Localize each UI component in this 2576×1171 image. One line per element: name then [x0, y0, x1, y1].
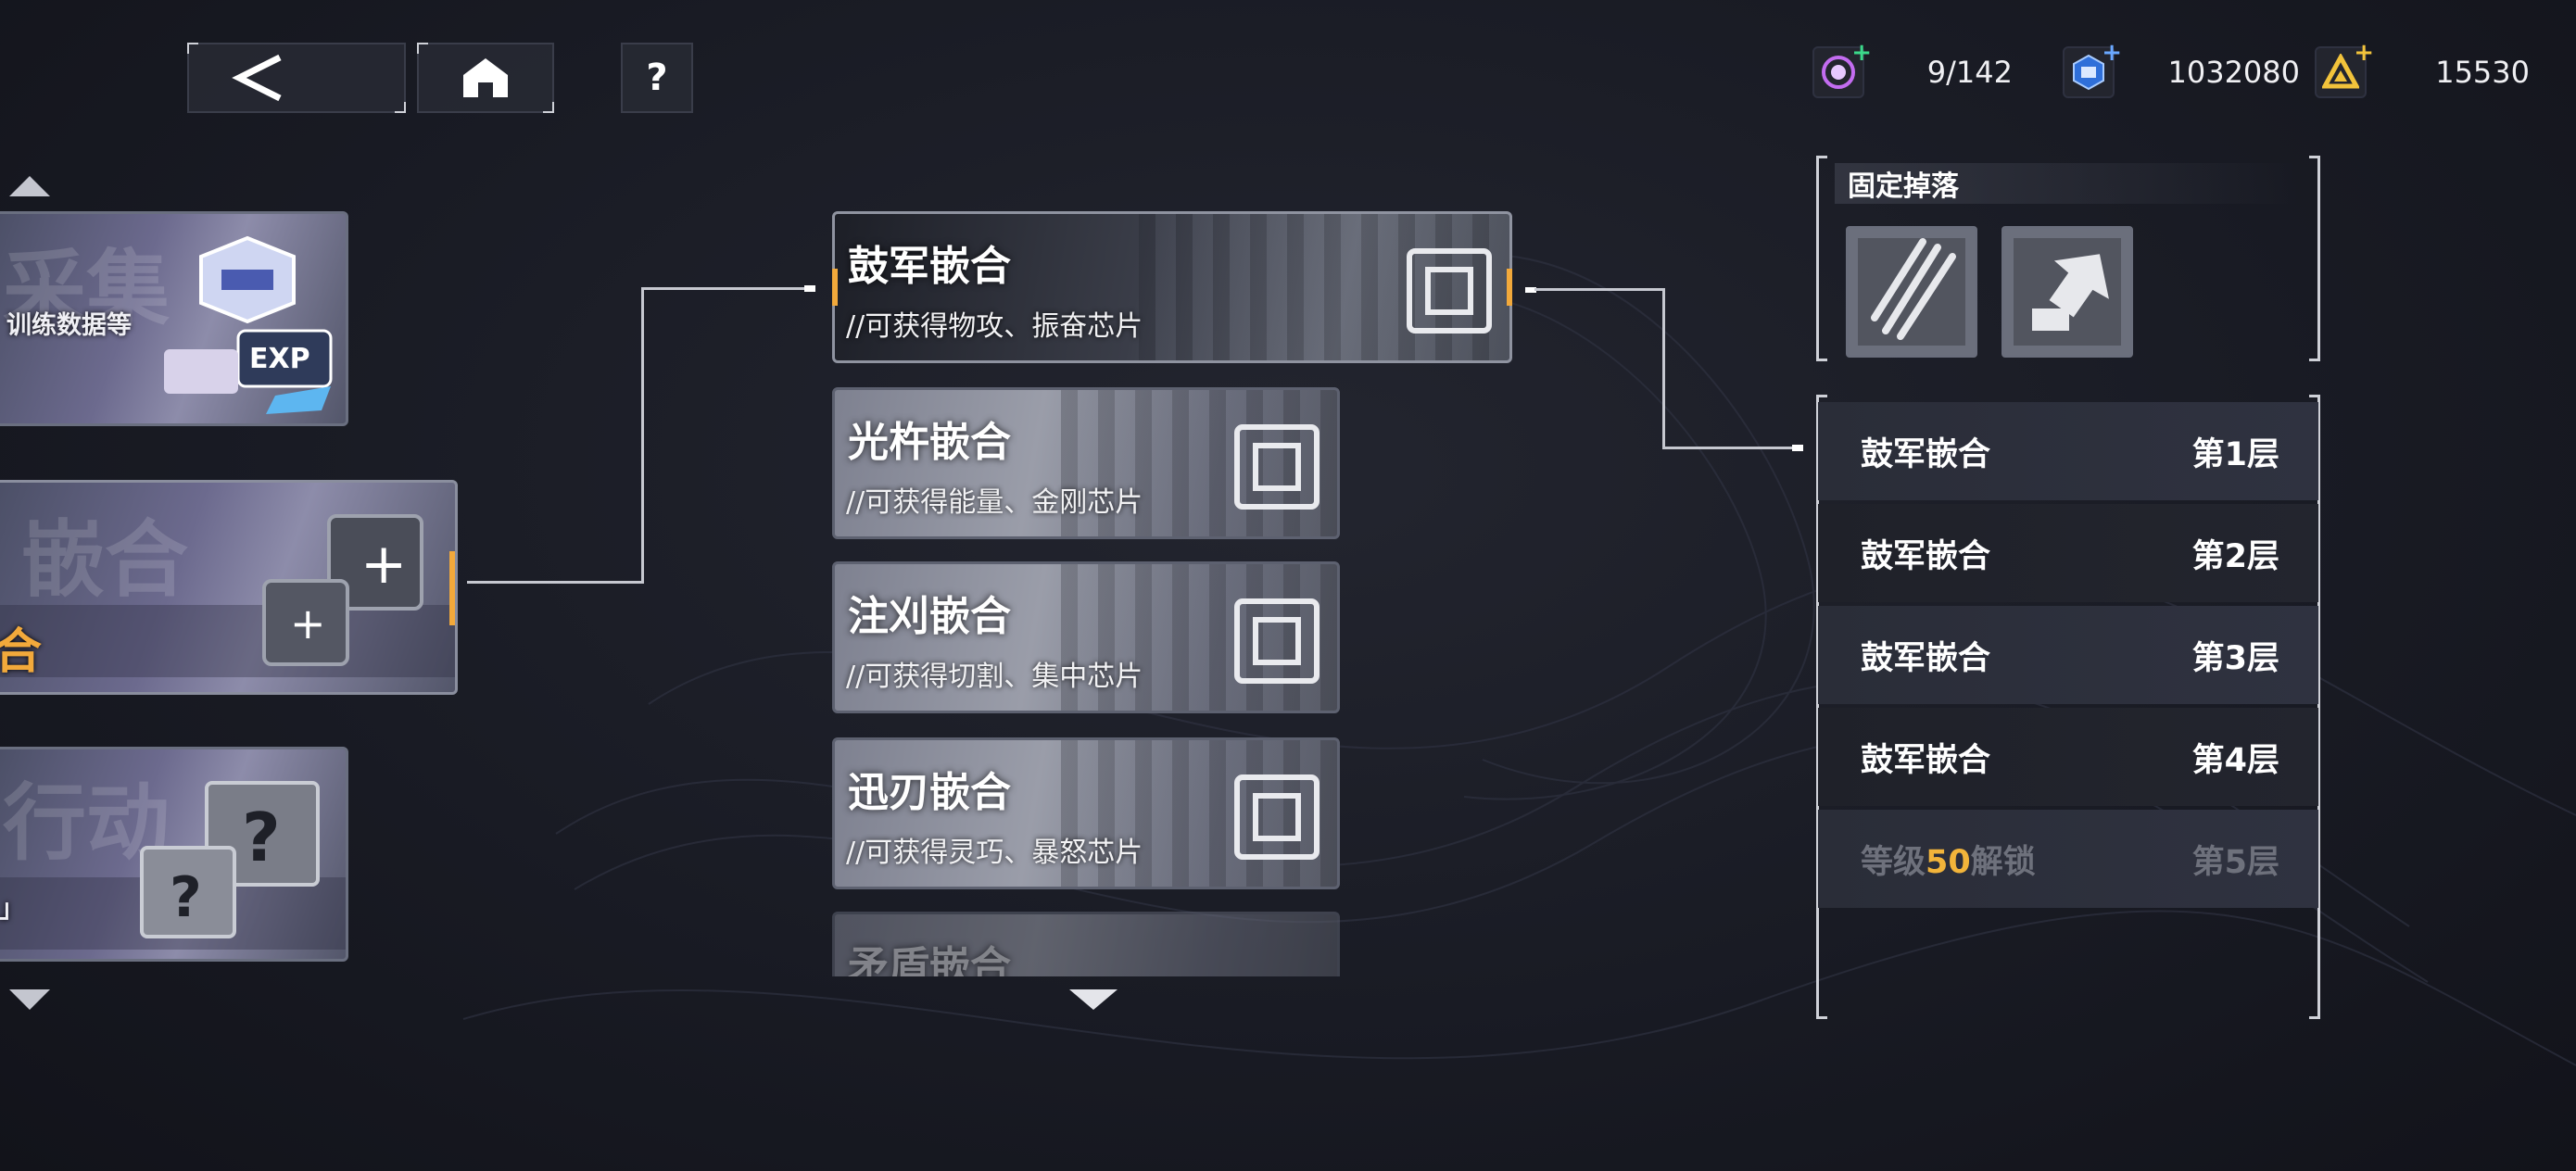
fusion-card-title: 鼓军嵌合: [848, 243, 1011, 290]
fusion-card-title: 迅刃嵌合: [848, 769, 1011, 816]
svg-text:?: ?: [170, 865, 202, 930]
fusion-card-desc: //可获得物攻、振奋芯片: [846, 310, 1143, 343]
gold-triangle-icon: +: [2315, 39, 2374, 98]
connector-line: [1662, 288, 1665, 449]
claw-chip-icon: [1858, 238, 1965, 346]
fusion-card-desc: //可获得切割、集中芯片: [846, 661, 1143, 693]
svg-text:+: +: [360, 532, 407, 597]
currency-chip[interactable]: + 1032080: [2063, 39, 2300, 102]
chip-frame-icon: [1234, 424, 1320, 510]
home-button[interactable]: [417, 43, 554, 113]
floor-lock-text: 等级50解锁: [1861, 843, 2036, 881]
fusion-card-zhuyi[interactable]: 注刈嵌合 //可获得切割、集中芯片: [832, 561, 1340, 713]
fusion-card-desc: //可获得能量、金刚芯片: [846, 486, 1143, 519]
connector-dot: [804, 285, 815, 292]
mid-list-scroll-down-icon[interactable]: [1069, 989, 1118, 1010]
connector-line: [1534, 288, 1664, 291]
svg-text:EXP: EXP: [249, 343, 310, 375]
help-icon: ?: [646, 57, 668, 99]
add-gold-icon[interactable]: +: [2354, 39, 2374, 67]
fusion-card-desc: //可获得灵巧、暴怒芯片: [846, 837, 1143, 869]
floors-panel-frame: [1816, 395, 2320, 1019]
connector-dot: [1525, 287, 1536, 293]
drop-item-claw-chip[interactable]: [1846, 226, 1977, 358]
left-item-action-label: 」: [0, 895, 24, 924]
chip-frame-icon: [1234, 598, 1320, 684]
floor-number: 第1层: [2191, 435, 2279, 473]
floor-row-3[interactable]: 鼓军嵌合 第3层: [1818, 606, 2318, 704]
chip-frame-icon: [1407, 248, 1492, 334]
mystery-box-icon: ? ?: [140, 781, 320, 938]
drops-title-bg: [1835, 163, 2298, 204]
add-energy-icon[interactable]: +: [1851, 39, 1872, 67]
chip-frame-icon: [1234, 774, 1320, 860]
selected-left-marker: [832, 269, 838, 306]
energy-value: 9/142: [1926, 55, 2013, 90]
fusion-card-xunren[interactable]: 迅刃嵌合 //可获得灵巧、暴怒芯片: [832, 737, 1340, 889]
floor-number: 第2层: [2191, 537, 2279, 575]
left-item-collect[interactable]: 采集 训练数据等 EXP: [0, 211, 348, 426]
connector-line: [641, 287, 814, 290]
drops-panel-frame: [1816, 156, 2320, 361]
floor-row-5-locked[interactable]: 等级50解锁 第5层: [1818, 810, 2318, 908]
floor-row-4[interactable]: 鼓军嵌合 第4层: [1818, 708, 2318, 806]
drops-title: 固定掉落: [1848, 170, 1959, 203]
left-item-fusion-label: 合: [0, 612, 42, 682]
connector-line: [641, 287, 644, 584]
back-arrow-icon: [232, 54, 282, 102]
gold-value: 15530: [2435, 55, 2530, 90]
floor-name: 鼓军嵌合: [1861, 741, 1991, 779]
left-list-scroll-up-icon[interactable]: [9, 176, 50, 196]
svg-text:?: ?: [242, 799, 281, 876]
selected-right-marker: [1507, 269, 1512, 306]
floor-number: 第4层: [2191, 741, 2279, 779]
energy-icon: +: [1812, 39, 1872, 98]
connector-dot: [1792, 445, 1803, 451]
help-button[interactable]: ?: [621, 43, 693, 113]
floor-name: 鼓军嵌合: [1861, 435, 1991, 473]
svg-text:+: +: [290, 598, 326, 648]
floor-name: 鼓军嵌合: [1861, 537, 1991, 575]
exp-data-icon: EXP: [164, 235, 333, 414]
selected-marker: [449, 551, 455, 625]
arrow-chip-icon: [2014, 238, 2121, 346]
fusion-card-title: 矛盾嵌合: [848, 943, 1011, 976]
connector-line: [467, 581, 643, 584]
floor-row-2[interactable]: 鼓军嵌合 第2层: [1818, 504, 2318, 602]
drop-item-arrow-chip[interactable]: [2001, 226, 2133, 358]
connector-line: [1662, 447, 1798, 449]
floor-number: 第5层: [2191, 843, 2279, 881]
fusion-card-maodun[interactable]: 矛盾嵌合: [832, 912, 1340, 976]
left-item-collect-label: 训练数据等: [6, 311, 132, 340]
floor-name: 鼓军嵌合: [1861, 639, 1991, 677]
chip-currency-icon: +: [2063, 39, 2122, 98]
chip-currency-value: 1032080: [2167, 55, 2300, 90]
fusion-card-guangchu[interactable]: 光杵嵌合 //可获得能量、金刚芯片: [832, 387, 1340, 539]
unlock-level: 50: [1926, 843, 1971, 881]
home-icon: [463, 58, 508, 97]
fusion-cubes-icon: + +: [262, 514, 423, 666]
add-chip-currency-icon[interactable]: +: [2102, 39, 2122, 67]
left-list-scroll-down-icon[interactable]: [9, 989, 50, 1010]
fusion-card-title: 光杵嵌合: [848, 419, 1011, 466]
back-button[interactable]: [187, 43, 406, 113]
currency-energy[interactable]: + 9/142: [1812, 39, 2013, 102]
left-item-fusion[interactable]: 嵌合 合 + +: [0, 480, 458, 695]
left-item-action[interactable]: 行动 」 ? ?: [0, 747, 348, 962]
fusion-card-gujun[interactable]: 鼓军嵌合 //可获得物攻、振奋芯片: [832, 211, 1512, 363]
fusion-card-title: 注刈嵌合: [848, 593, 1011, 640]
currency-gold[interactable]: + 15530: [2315, 39, 2530, 102]
floor-number: 第3层: [2191, 639, 2279, 677]
floor-row-1[interactable]: 鼓军嵌合 第1层: [1818, 402, 2318, 500]
